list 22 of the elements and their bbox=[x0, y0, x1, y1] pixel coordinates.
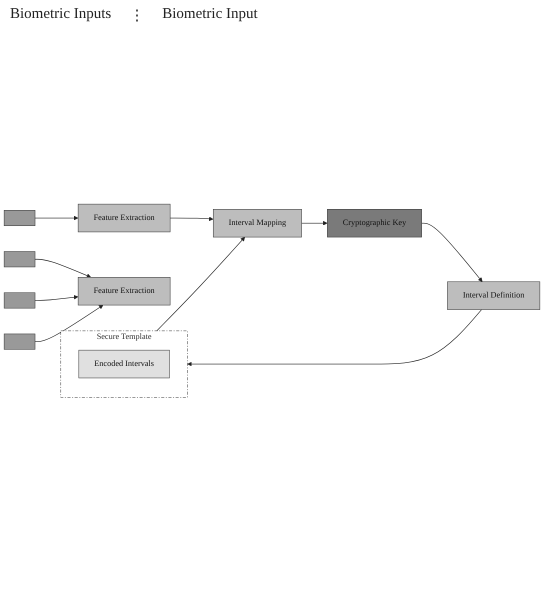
note-text: Biometric Inputs bbox=[10, 6, 112, 24]
arrow bbox=[34, 305, 104, 342]
note-text: ⋮ bbox=[129, 7, 144, 25]
arrow bbox=[34, 259, 92, 278]
node-box: Cryptographic Key bbox=[327, 209, 422, 238]
node-box: Feature Extraction bbox=[78, 277, 170, 306]
node-box: Feature Extraction bbox=[78, 204, 170, 232]
arrow bbox=[34, 295, 78, 302]
node-box bbox=[4, 252, 36, 268]
arrow bbox=[421, 223, 482, 282]
arrow bbox=[187, 310, 482, 367]
node-box bbox=[4, 210, 36, 226]
note-text: Biometric Input bbox=[162, 6, 258, 24]
arrow bbox=[301, 221, 328, 226]
arrow bbox=[156, 237, 246, 332]
node-box: Interval Definition bbox=[447, 282, 540, 310]
node-box bbox=[4, 334, 36, 350]
node-box bbox=[4, 292, 36, 309]
arrow bbox=[34, 216, 78, 221]
node-box: Interval Mapping bbox=[212, 209, 302, 238]
node-box: Encoded Intervals bbox=[78, 350, 170, 379]
arrow bbox=[170, 216, 214, 222]
